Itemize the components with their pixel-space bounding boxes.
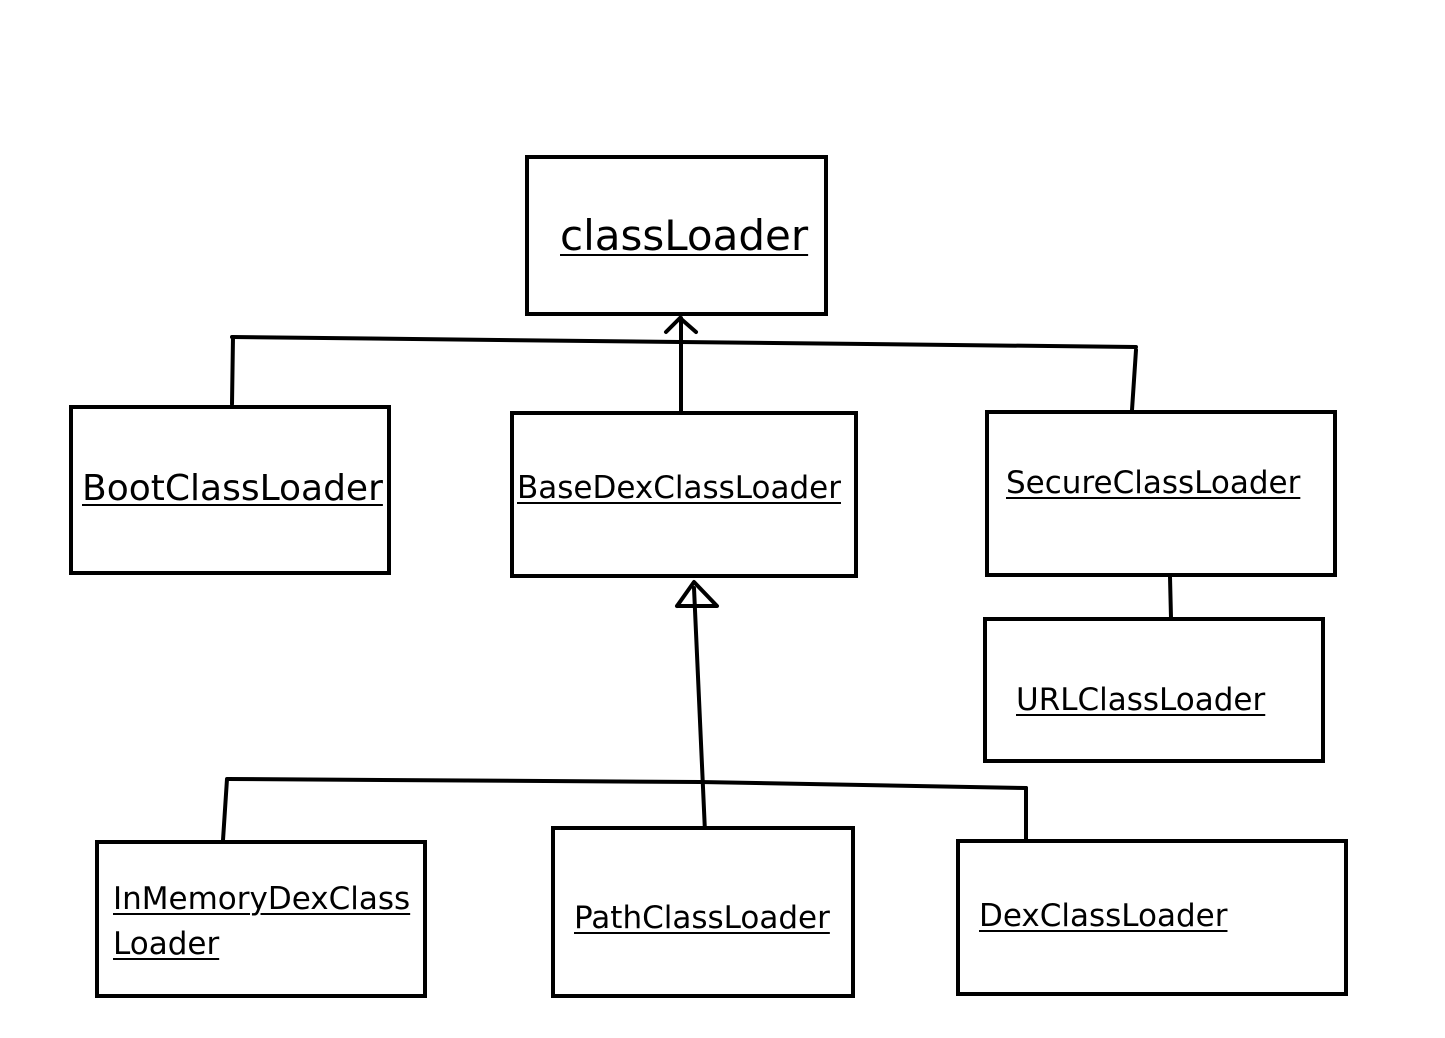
in-memory-label-line-1: InMemoryDexClass: [113, 881, 411, 917]
boot-class-loader-box: BootClassLoader: [69, 405, 391, 575]
url-connector: [1168, 575, 1173, 620]
boot-class-loader-label: BootClassLoader: [82, 468, 383, 509]
classloader-label: classLoader: [560, 211, 809, 260]
secure-class-loader-box: SecureClassLoader: [985, 410, 1337, 577]
dex-class-loader-box: DexClassLoader: [956, 839, 1348, 996]
bottom-bus-line: [226, 777, 1028, 790]
path-class-loader-box: PathClassLoader: [551, 826, 855, 998]
basedex-arrowhead: [675, 580, 719, 608]
base-dex-class-loader-label: BaseDexClassLoader: [517, 470, 841, 506]
in-memory-label-line-2: Loader: [113, 925, 220, 962]
base-dex-class-loader-box: BaseDexClassLoader: [510, 411, 858, 578]
boot-connector: [230, 335, 235, 406]
in-memory-dex-class-loader-label: InMemoryDexClass Loader: [113, 877, 410, 967]
classloader-arrowhead: [664, 316, 698, 334]
in-memory-dex-class-loader-box: InMemoryDexClass Loader: [95, 840, 427, 998]
top-bus-line: [230, 335, 1138, 349]
secure-class-loader-label: SecureClassLoader: [1006, 465, 1301, 501]
inmemory-connector: [221, 777, 229, 842]
dex-class-loader-label: DexClassLoader: [979, 898, 1228, 934]
classloader-box: classLoader: [525, 155, 828, 316]
url-class-loader-label: URLClassLoader: [1016, 682, 1266, 718]
path-connector: [692, 586, 707, 834]
path-class-loader-label: PathClassLoader: [574, 900, 830, 936]
secure-connector: [1130, 348, 1138, 412]
url-class-loader-box: URLClassLoader: [983, 617, 1325, 763]
